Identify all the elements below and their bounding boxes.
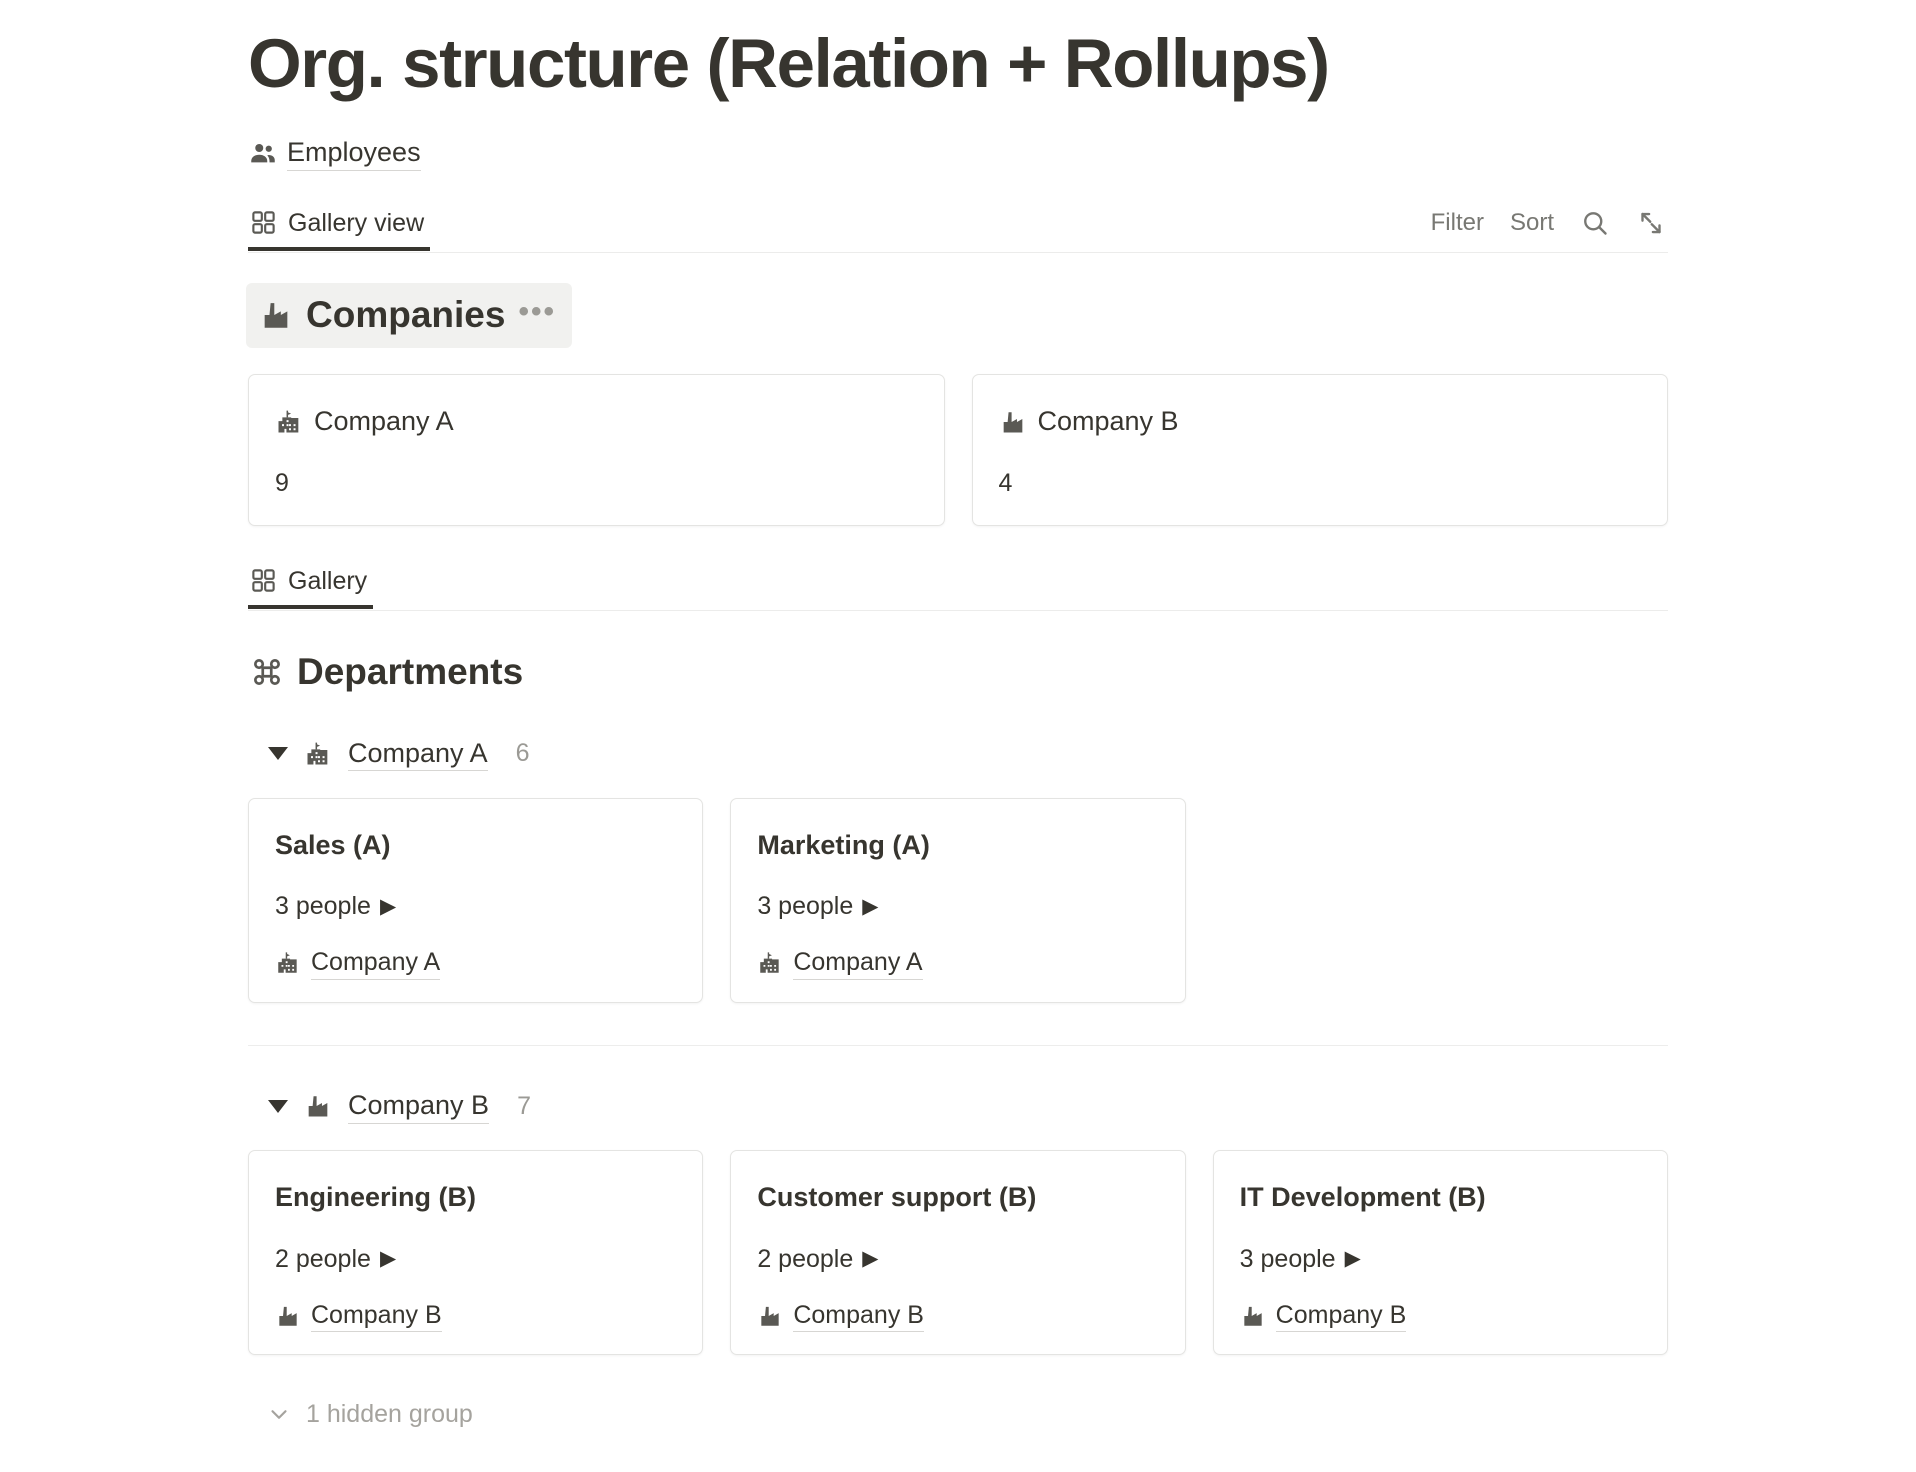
group-name[interactable]: Company B: [348, 1089, 490, 1124]
rollup-expand-triangle-icon[interactable]: ▶: [1344, 1247, 1361, 1271]
collapse-caret-icon[interactable]: [268, 747, 288, 761]
company-card-name: Company B: [1037, 406, 1179, 437]
department-card[interactable]: Sales (A) 3 people ▶ Company A: [248, 797, 704, 1003]
departments-section-title: Departments: [297, 651, 524, 693]
relation-link[interactable]: Company A: [311, 947, 441, 980]
school-building-icon: [275, 950, 301, 976]
company-card-name: Company A: [314, 406, 454, 437]
group-divider: [248, 1044, 1668, 1047]
company-card-title-row: Company B: [999, 405, 1642, 437]
factory-icon: [304, 1092, 332, 1120]
factory-icon: [259, 298, 293, 332]
departments-card-grid-company-a: Sales (A) 3 people ▶ Company A Marketing…: [248, 797, 1668, 1003]
company-card-rollup-value: 4: [998, 468, 1013, 497]
department-card-title: Engineering (B): [275, 1182, 476, 1213]
rollup-value: 2 people: [757, 1244, 854, 1273]
collapse-caret-icon[interactable]: [268, 1099, 288, 1113]
department-card[interactable]: IT Development (B) 3 people ▶ Company B: [1212, 1150, 1668, 1356]
command-icon: [250, 655, 284, 689]
filter-button[interactable]: Filter: [1430, 208, 1484, 236]
department-card-relation: Company B: [757, 1300, 1158, 1333]
source-database-link-row: Employees: [248, 136, 1668, 171]
rollup-expand-triangle-icon[interactable]: ▶: [379, 1247, 397, 1271]
companies-view-toolbar: Gallery view Filter Sort: [248, 196, 1668, 254]
rollup-value: 3 people: [757, 892, 854, 921]
hidden-group-toggle[interactable]: 1 hidden group: [248, 1399, 473, 1429]
gallery-grid-icon: [250, 209, 277, 236]
factory-icon: [757, 1303, 783, 1329]
rollup-expand-triangle-icon[interactable]: ▶: [862, 1247, 879, 1271]
relation-link[interactable]: Company B: [311, 1300, 442, 1333]
school-building-icon: [304, 740, 332, 768]
department-card[interactable]: Customer support (B) 2 people ▶ Company …: [730, 1150, 1186, 1356]
group-header-company-a[interactable]: Company A 6: [248, 736, 1668, 772]
chevron-down-icon: [266, 1401, 292, 1427]
rollup-value: 2 people: [275, 1244, 371, 1273]
group-name[interactable]: Company A: [348, 737, 488, 772]
department-card-rollup[interactable]: 3 people ▶: [1240, 1244, 1641, 1274]
tab-gallery[interactable]: Gallery: [248, 554, 374, 609]
company-card-title-row: Company A: [275, 405, 918, 437]
department-card-rollup[interactable]: 3 people ▶: [275, 891, 676, 921]
grid-empty-slot: [1213, 798, 1668, 1003]
companies-card-grid: Company A 9 Company B 4: [248, 374, 1668, 527]
rollup-expand-triangle-icon[interactable]: ▶: [862, 894, 879, 918]
expand-diagonal-icon[interactable]: [1636, 208, 1666, 238]
department-card-rollup[interactable]: 2 people ▶: [757, 1244, 1158, 1274]
company-card-rollup-value: 9: [275, 468, 289, 497]
group-header-company-b[interactable]: Company B 7: [248, 1088, 1668, 1124]
rollup-value: 3 people: [275, 892, 371, 921]
page-title: Org. structure (Relation + Rollups): [248, 25, 1330, 102]
companies-section-title: Companies: [306, 294, 506, 336]
source-database-link[interactable]: Employees: [287, 136, 421, 171]
company-card[interactable]: Company B 4: [971, 374, 1668, 527]
school-building-icon: [757, 950, 783, 976]
factory-icon: [1240, 1303, 1266, 1329]
company-card[interactable]: Company A 9: [248, 374, 945, 527]
relation-link[interactable]: Company B: [1275, 1300, 1407, 1333]
companies-section-menu-icon[interactable]: •••: [518, 294, 556, 328]
department-card-rollup[interactable]: 3 people ▶: [757, 891, 1158, 921]
factory-icon: [999, 408, 1027, 436]
departments-view-toolbar: Gallery: [248, 554, 1668, 612]
department-card-rollup[interactable]: 2 people ▶: [275, 1244, 676, 1274]
rollup-expand-triangle-icon[interactable]: ▶: [379, 894, 397, 918]
group-count: 7: [517, 1091, 531, 1120]
relation-link[interactable]: Company B: [793, 1300, 924, 1333]
rollup-value: 3 people: [1239, 1244, 1336, 1273]
department-card-title: Customer support (B): [757, 1182, 1037, 1213]
factory-icon: [275, 1303, 301, 1329]
department-card-title: Sales (A): [275, 829, 391, 860]
people-icon: [248, 138, 278, 168]
department-card-title: IT Development (B): [1239, 1182, 1486, 1213]
department-card-relation: Company B: [1240, 1300, 1641, 1333]
department-card[interactable]: Engineering (B) 2 people ▶ Company B: [248, 1150, 704, 1356]
department-card-relation: Company B: [275, 1300, 676, 1333]
department-card-relation: Company A: [275, 947, 676, 980]
tab-gallery-label: Gallery: [288, 567, 368, 596]
search-icon[interactable]: [1580, 208, 1610, 238]
departments-card-grid-company-b: Engineering (B) 2 people ▶ Company B Cus…: [248, 1150, 1668, 1356]
view-controls: Filter Sort: [1431, 196, 1668, 249]
sort-button[interactable]: Sort: [1509, 208, 1554, 236]
companies-section-header[interactable]: Companies •••: [246, 283, 572, 349]
department-card[interactable]: Marketing (A) 3 people ▶ Company A: [730, 797, 1186, 1003]
school-building-icon: [275, 408, 303, 436]
tab-gallery-view-label: Gallery view: [288, 209, 425, 238]
departments-section-header[interactable]: Departments: [248, 653, 525, 690]
hidden-group-label: 1 hidden group: [306, 1400, 473, 1429]
tab-gallery-view[interactable]: Gallery view: [248, 196, 431, 251]
gallery-grid-icon: [250, 567, 277, 594]
department-card-title: Marketing (A): [757, 829, 930, 860]
department-card-relation: Company A: [757, 947, 1158, 980]
relation-link[interactable]: Company A: [793, 947, 923, 980]
group-count: 6: [515, 739, 530, 768]
